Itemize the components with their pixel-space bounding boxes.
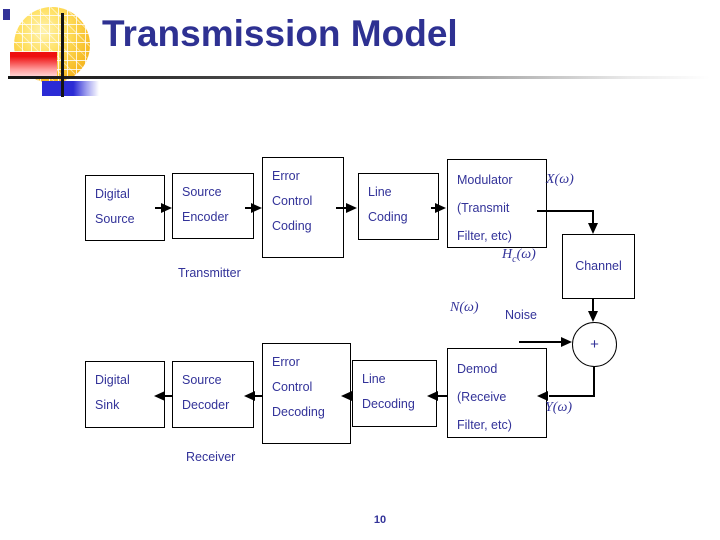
- connector-line: [537, 210, 594, 212]
- block-label: Sink: [95, 398, 120, 412]
- block-channel: Channel: [562, 234, 635, 299]
- connector-line: [245, 207, 253, 209]
- block-label: Line: [368, 185, 392, 199]
- arrowhead-right-icon: [346, 203, 357, 213]
- block-label: Error: [272, 169, 300, 183]
- connector-line: [549, 395, 595, 397]
- arrowhead-left-icon: [244, 391, 255, 401]
- block-label: Channel: [575, 259, 622, 273]
- block-source-encoder: Source Encoder: [172, 173, 254, 239]
- connector-line: [336, 207, 348, 209]
- block-label: Coding: [272, 219, 312, 233]
- arrowhead-right-icon: [251, 203, 262, 213]
- arrowhead-left-icon: [427, 391, 438, 401]
- block-label: Control: [272, 380, 313, 394]
- block-source-decoder: Source Decoder: [172, 361, 254, 428]
- page-number: 10: [373, 514, 387, 526]
- arrowhead-down-icon: [588, 311, 598, 322]
- connector-line: [437, 395, 447, 397]
- arrowhead-right-icon: [435, 203, 446, 213]
- block-label: Line: [362, 372, 386, 386]
- block-label: Filter, etc): [457, 229, 512, 243]
- block-label: Decoder: [182, 398, 230, 412]
- block-label: Control: [272, 194, 313, 208]
- connector-line: [164, 395, 172, 397]
- block-label: Modulator: [457, 173, 513, 187]
- block-label: (Transmit: [457, 201, 510, 215]
- arrowhead-left-icon: [341, 391, 352, 401]
- corner-square-icon: [3, 9, 10, 20]
- receiver-label: Receiver: [186, 450, 236, 464]
- arrowhead-left-icon: [537, 391, 548, 401]
- logo-vertical-line: [61, 13, 64, 97]
- block-label: Demod: [457, 362, 498, 376]
- block-label: Filter, etc): [457, 418, 512, 432]
- block-label: Encoder: [182, 210, 229, 224]
- arrowhead-down-icon: [588, 223, 598, 234]
- arrowhead-right-icon: [161, 203, 172, 213]
- transmitter-label: Transmitter: [178, 266, 241, 280]
- block-label: Error: [272, 355, 300, 369]
- arrowhead-left-icon: [154, 391, 165, 401]
- block-line-coding: Line Coding: [358, 173, 439, 240]
- connector-line: [593, 367, 595, 396]
- block-modulator: Modulator (Transmit Filter, etc): [447, 159, 547, 248]
- red-gradient-square-icon: [10, 52, 57, 77]
- block-label: Coding: [368, 210, 408, 224]
- connector-line: [592, 298, 594, 312]
- arrowhead-right-icon: [561, 337, 572, 347]
- block-label: Source: [182, 373, 222, 387]
- summing-junction: +: [572, 322, 617, 367]
- block-line-decoding: Line Decoding: [352, 360, 437, 427]
- noise-label: Noise: [505, 308, 537, 322]
- connector-line: [155, 207, 163, 209]
- block-label: Source: [95, 212, 135, 226]
- n-omega-label: N(ω): [450, 300, 479, 315]
- block-digital-source: Digital Source: [85, 175, 165, 241]
- block-error-control-coding: Error Control Coding: [262, 157, 344, 258]
- block-label: (Receive: [457, 390, 507, 404]
- connector-line: [254, 395, 262, 397]
- connector-line: [592, 210, 594, 224]
- block-demod: Demod (Receive Filter, etc): [447, 348, 547, 438]
- blue-gradient-square-icon: [42, 81, 99, 96]
- block-digital-sink: Digital Sink: [85, 361, 165, 428]
- x-omega-label: X(ω): [546, 172, 574, 187]
- connector-line: [431, 207, 437, 209]
- block-label: Source: [182, 185, 222, 199]
- block-label: Decoding: [272, 405, 325, 419]
- connector-line: [519, 341, 563, 343]
- block-error-control-decoding: Error Control Decoding: [262, 343, 351, 444]
- plus-sign: +: [590, 336, 599, 353]
- title-underline-rule: [8, 76, 710, 79]
- block-label: Digital: [95, 187, 130, 201]
- hc-omega-label: Hc(ω): [502, 247, 536, 265]
- block-label: Decoding: [362, 397, 415, 411]
- y-omega-label: Y(ω): [545, 400, 572, 415]
- block-label: Digital: [95, 373, 130, 387]
- page-title: Transmission Model: [102, 13, 458, 54]
